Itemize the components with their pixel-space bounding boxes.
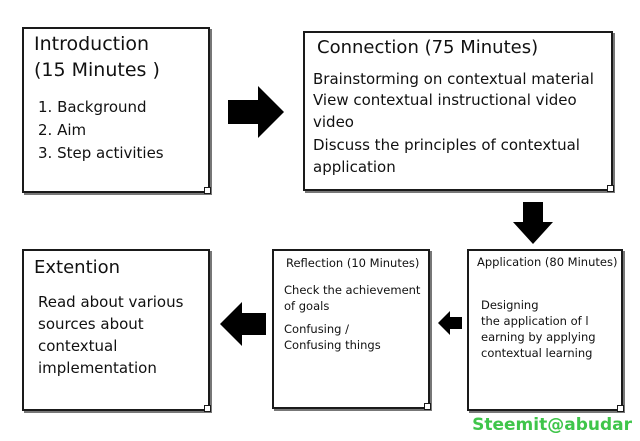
connection-line: View contextual instructional video bbox=[313, 91, 577, 109]
application-line: the application of l bbox=[481, 314, 589, 328]
introduction-title: Introduction bbox=[34, 33, 150, 55]
arrow-left-icon bbox=[438, 311, 462, 335]
reflection-line: of goals bbox=[284, 299, 330, 313]
extension-line: contextual bbox=[38, 337, 118, 355]
extension-line: sources about bbox=[38, 315, 144, 333]
reflection-line: Confusing things bbox=[284, 338, 381, 352]
reflection-title: Reflection (10 Minutes) bbox=[286, 256, 420, 270]
application-title: Application (80 Minutes) bbox=[477, 255, 618, 269]
extension-title: Extention bbox=[34, 257, 121, 278]
arrow-left-icon bbox=[220, 302, 266, 346]
box-corner-handle bbox=[204, 187, 211, 194]
arrow-right-icon bbox=[228, 86, 284, 138]
connection-line: application bbox=[313, 158, 396, 176]
box-corner-handle bbox=[204, 405, 211, 412]
connection-title: Connection (75 Minutes) bbox=[317, 37, 539, 58]
connection-line: video bbox=[313, 113, 354, 131]
arrow-down-icon bbox=[513, 202, 553, 244]
application-box: Application (80 Minutes) Designing the a… bbox=[467, 249, 624, 412]
reflection-line: Confusing / bbox=[284, 322, 349, 336]
introduction-box: Introduction (15 Minutes ) 1. Background… bbox=[22, 27, 211, 194]
reflection-line: Check the achievement bbox=[284, 283, 421, 297]
extension-line: Read about various bbox=[38, 293, 184, 311]
application-line: earning by applying bbox=[481, 330, 596, 344]
introduction-item: 3. Step activities bbox=[38, 144, 164, 162]
connection-line: Brainstorming on contextual material bbox=[313, 70, 594, 88]
application-line: contextual learning bbox=[481, 346, 593, 360]
reflection-box: Reflection (10 Minutes) Check the achiev… bbox=[272, 249, 431, 410]
connection-line: Discuss the principles of contextual bbox=[313, 136, 580, 154]
extension-box: Extention Read about various sources abo… bbox=[22, 249, 211, 412]
introduction-duration: (15 Minutes ) bbox=[34, 59, 160, 81]
connection-box: Connection (75 Minutes) Brainstorming on… bbox=[303, 31, 614, 192]
introduction-item: 2. Aim bbox=[38, 121, 87, 139]
watermark-text: Steemit@abudar bbox=[472, 415, 632, 435]
box-corner-handle bbox=[424, 403, 431, 410]
box-corner-handle bbox=[617, 405, 624, 412]
extension-line: implementation bbox=[38, 359, 157, 377]
introduction-item: 1. Background bbox=[38, 98, 147, 116]
box-corner-handle bbox=[607, 185, 614, 192]
application-line: Designing bbox=[481, 298, 539, 312]
